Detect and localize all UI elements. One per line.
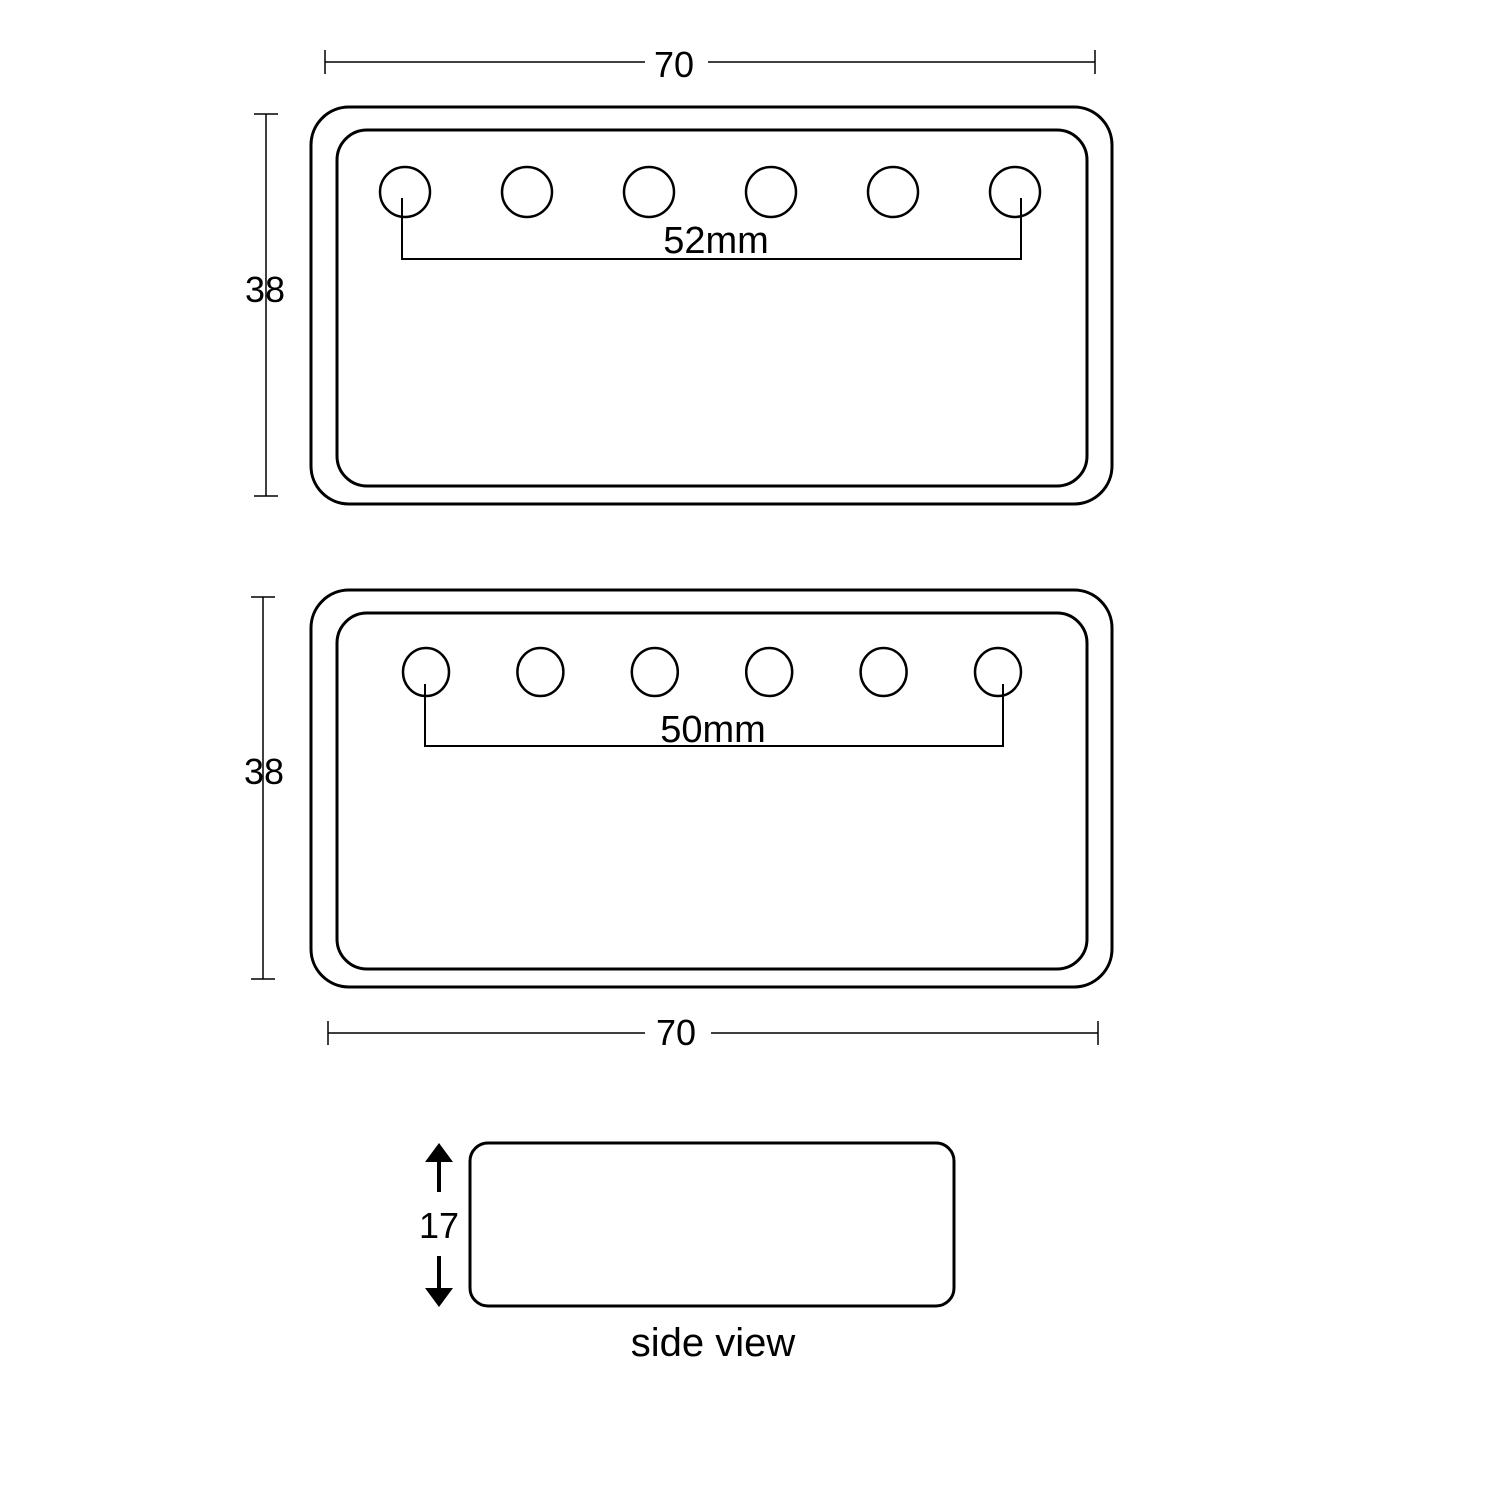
top-pole-holes [378,165,1042,219]
pole-hole [378,165,432,219]
bottom-height-dimension [251,596,275,980]
pole-hole [859,646,908,698]
side-view: 17 side view [419,1141,956,1365]
pole-hole [744,165,798,219]
bottom-pole-holes [401,646,1023,698]
bottom-height-label: 38 [244,751,284,792]
arrow-up-icon [425,1143,453,1192]
pole-hole [866,165,920,219]
bottom-spacing-bracket [424,684,1004,747]
top-height-dimension [254,113,278,497]
top-cover-inner-outline [335,128,1089,488]
pole-hole [622,165,676,219]
side-height-label: 17 [419,1205,459,1246]
top-height-label: 38 [245,269,285,310]
pole-hole [973,646,1023,698]
bottom-spacing-label: 50mm [660,709,766,751]
top-width-dimension [324,50,1096,74]
bottom-cover: 38 50mm 70 [244,588,1114,1053]
pole-hole [500,165,554,219]
pole-hole [744,646,794,698]
bottom-width-label: 70 [656,1012,696,1053]
pole-hole [988,165,1042,219]
top-cover: 70 38 52mm [245,44,1114,506]
bottom-width-dimension [327,1021,1099,1045]
top-cover-outer-outline [309,105,1114,506]
top-spacing-bracket [401,198,1022,260]
bottom-cover-outer-outline [309,588,1114,989]
pole-hole [630,646,680,698]
bottom-cover-inner-outline [335,611,1089,971]
side-view-outline [468,1141,956,1308]
arrow-down-icon [425,1256,453,1307]
pole-hole [516,646,565,698]
side-view-caption: side view [631,1321,796,1365]
top-spacing-label: 52mm [663,220,769,262]
top-width-label: 70 [654,44,694,85]
